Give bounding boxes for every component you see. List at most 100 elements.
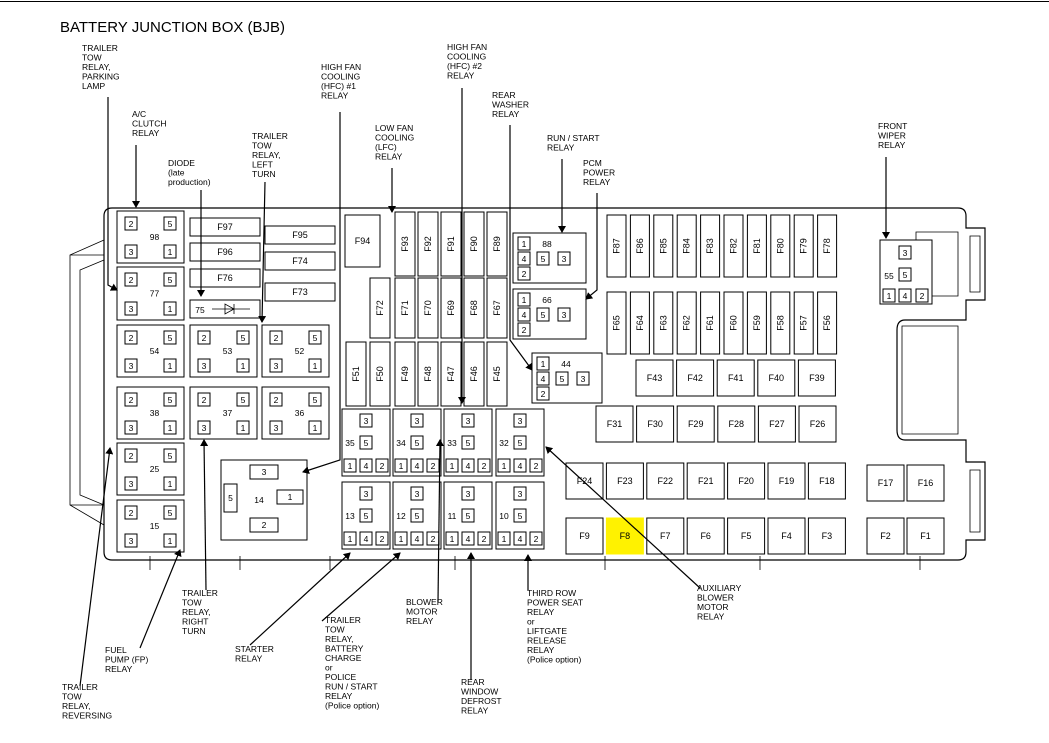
fuse-f80[interactable]: F80 [770, 214, 791, 278]
fuse-f7[interactable]: F7 [646, 517, 685, 555]
fuse-f96[interactable]: F96 [189, 242, 261, 262]
fuse-f74[interactable]: F74 [264, 251, 336, 271]
fuse-f19[interactable]: F19 [767, 462, 806, 500]
fuse-f6[interactable]: F6 [686, 517, 725, 555]
fuse-f23[interactable]: F23 [605, 462, 644, 500]
fuse-f48[interactable]: F48 [417, 341, 439, 407]
fuse-f28[interactable]: F28 [717, 405, 756, 443]
fuse-f87[interactable]: F87 [606, 214, 627, 278]
fuse-f71[interactable]: F71 [394, 277, 416, 339]
fuse-f51[interactable]: F51 [345, 341, 367, 407]
fuse-f9[interactable]: F9 [565, 517, 604, 555]
fuse-f4[interactable]: F4 [767, 517, 806, 555]
fuse-f40[interactable]: F40 [757, 359, 796, 397]
fuse-f85[interactable]: F85 [653, 214, 674, 278]
fuse-f50[interactable]: F50 [369, 341, 391, 407]
fuse-f39[interactable]: F39 [797, 359, 836, 397]
fuse-f47[interactable]: F47 [440, 341, 462, 407]
fuse-f72[interactable]: F72 [369, 277, 391, 339]
fuse-f17[interactable]: F17 [866, 464, 905, 502]
fuse-f83[interactable]: F83 [700, 214, 721, 278]
fuse-f59[interactable]: F59 [746, 291, 767, 355]
fuse-f73[interactable]: F73 [264, 282, 336, 302]
fuse-f22[interactable]: F22 [646, 462, 685, 500]
fuse-f67[interactable]: F67 [486, 277, 508, 339]
fuse-f26[interactable]: F26 [798, 405, 837, 443]
fuse-f64[interactable]: F64 [629, 291, 650, 355]
fuse-f21[interactable]: F21 [686, 462, 725, 500]
fuse-f68[interactable]: F68 [463, 277, 485, 339]
diode-75[interactable]: 75 [189, 299, 261, 319]
fuse-f69[interactable]: F69 [440, 277, 462, 339]
fuse-f92[interactable]: F92 [417, 211, 439, 277]
fuse-f65[interactable]: F65 [606, 291, 627, 355]
fuse-f62[interactable]: F62 [676, 291, 697, 355]
label-line: (Police option) [527, 655, 582, 665]
fuse-f61[interactable]: F61 [700, 291, 721, 355]
fuse-f46[interactable]: F46 [463, 341, 485, 407]
fuse-f30[interactable]: F30 [636, 405, 675, 443]
fuse-f18[interactable]: F18 [807, 462, 846, 500]
fuse-f86[interactable]: F86 [629, 214, 650, 278]
fuse-f90[interactable]: F90 [463, 211, 485, 277]
fuse-f97[interactable]: F97 [189, 217, 261, 237]
fuse-f94[interactable]: F94 [344, 214, 381, 268]
fuse-f20[interactable]: F20 [727, 462, 766, 500]
fuse-f42[interactable]: F42 [676, 359, 715, 397]
fuse-f8[interactable]: F8 [605, 517, 644, 555]
fuse-f43[interactable]: F43 [635, 359, 674, 397]
fuse-f41[interactable]: F41 [716, 359, 755, 397]
fuse-f58[interactable]: F58 [770, 291, 791, 355]
fuse-f76[interactable]: F76 [189, 268, 261, 288]
fuse-f57[interactable]: F57 [793, 291, 814, 355]
fuse-f79[interactable]: F79 [793, 214, 814, 278]
fuse-f89[interactable]: F89 [486, 211, 508, 277]
fuse-f27[interactable]: F27 [757, 405, 796, 443]
fuse-f82[interactable]: F82 [723, 214, 744, 278]
fuse-f49[interactable]: F49 [394, 341, 416, 407]
relay-pin: 4 [364, 461, 369, 471]
fuse-f16[interactable]: F16 [906, 464, 945, 502]
fuse-f93[interactable]: F93 [394, 211, 416, 277]
fuse-f81[interactable]: F81 [746, 214, 767, 278]
fuse-f70[interactable]: F70 [417, 277, 439, 339]
fuse-f78[interactable]: F78 [817, 214, 838, 278]
fuse-f56[interactable]: F56 [817, 291, 838, 355]
fuse-f3[interactable]: F3 [807, 517, 846, 555]
fuse-f45[interactable]: F45 [486, 341, 508, 407]
fuse-f5[interactable]: F5 [727, 517, 766, 555]
fuse-f63[interactable]: F63 [653, 291, 674, 355]
fuse-f91[interactable]: F91 [440, 211, 462, 277]
fuse-f60[interactable]: F60 [723, 291, 744, 355]
fuse-f2[interactable]: F2 [866, 517, 905, 555]
fuse-label: F79 [799, 238, 809, 254]
fuse-f84[interactable]: F84 [676, 214, 697, 278]
fuse-f1[interactable]: F1 [906, 517, 945, 555]
fuse-f29[interactable]: F29 [676, 405, 715, 443]
fuse-f31[interactable]: F31 [595, 405, 634, 443]
fuse-f95[interactable]: F95 [264, 225, 336, 245]
